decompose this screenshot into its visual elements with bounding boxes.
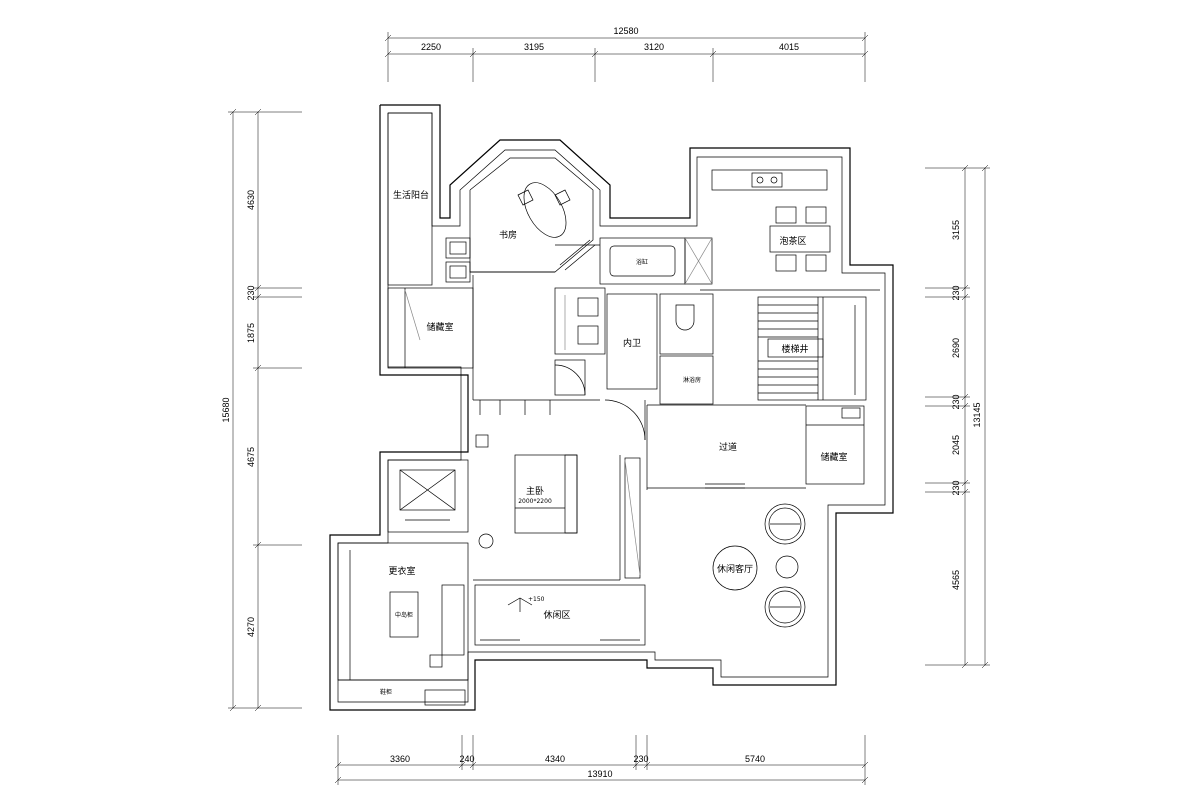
label-island-cabinet: 中岛柜 [395,611,413,619]
ensuite: 浴缸 内卫 淋浴房 [554,237,714,405]
dim-right-total: 13145 [972,402,982,427]
corridor: 过道 [604,399,806,490]
dim-right-seg-6: 230 [951,480,961,495]
dim-top-seg-1: 2250 [421,42,441,52]
dim-left-seg-1: 4630 [246,190,256,210]
dim-left-seg-3: 1875 [246,323,256,343]
dim-top-total: 12580 [613,26,638,36]
dim-bottom-seg-2: 240 [459,754,474,764]
dim-bottom-total: 13910 [587,769,612,779]
label-bathtub: 浴缸 [636,258,648,266]
dim-right-seg-3: 2690 [951,338,961,358]
leisure-lounge: 休闲客厅 [712,503,806,628]
bottom-dimension-chain: 3360 240 4340 230 5740 13910 [334,735,869,785]
dim-top-seg-3: 3120 [644,42,664,52]
stairwell: 楼梯井 [757,296,867,401]
label-storage-left: 储藏室 [426,321,453,333]
label-closet-cabinet: 鞋柜 [380,688,392,696]
label-floor-level: +150 [528,596,545,603]
label-leisure-lounge: 休闲客厅 [717,563,753,575]
label-stairwell: 楼梯井 [781,343,808,355]
left-dimension-chain: 15680 4630 230 1875 4675 4270 [221,108,302,712]
label-corridor: 过道 [719,441,737,453]
label-study: 书房 [499,229,517,241]
dim-right-seg-7: 4565 [951,570,961,590]
label-tea-area: 泡茶区 [779,235,806,247]
study: 书房 [469,157,600,400]
walk-in-closet: 更衣室 中岛柜 鞋柜 [337,542,469,706]
dim-left-seg-5: 4270 [246,617,256,637]
dim-left-total: 15680 [221,397,231,422]
right-dimension-chain: 3155 230 2690 230 2045 230 4565 13145 [925,164,990,669]
leisure-area: +150 休闲区 [474,584,646,646]
label-ensuite-bath: 内卫 [623,337,641,349]
dim-right-seg-4: 230 [951,394,961,409]
label-utility-balcony: 生活阳台 [393,189,429,201]
top-dimension-chain: 12580 2250 3195 3120 4015 [384,26,869,82]
dim-left-seg-4: 4675 [246,447,256,467]
storage-right: 储藏室 [805,405,865,485]
label-bed-size: 2000*2200 [518,498,552,505]
utility-balcony: 生活阳台 [387,112,471,286]
master-bedroom: 主卧 2000*2200 [473,399,641,581]
dim-bottom-seg-1: 3360 [390,754,410,764]
dim-top-seg-2: 3195 [524,42,544,52]
dim-right-seg-2: 230 [951,285,961,300]
dim-left-seg-2: 230 [246,285,256,300]
label-storage-right: 储藏室 [820,451,847,463]
tea-area: 泡茶区 [700,169,880,291]
elevator-shaft [387,459,469,533]
label-master-bedroom: 主卧 [526,485,544,497]
dim-bottom-seg-3: 4340 [545,754,565,764]
dim-bottom-seg-5: 5740 [745,754,765,764]
label-shower-room: 淋浴房 [683,376,701,384]
dim-top-seg-4: 4015 [779,42,799,52]
dim-bottom-seg-4: 230 [633,754,648,764]
label-leisure-area: 休闲区 [543,609,570,621]
dim-right-seg-1: 3155 [951,220,961,240]
storage-left: 储藏室 [387,287,474,369]
dim-right-seg-5: 2045 [951,435,961,455]
label-walk-in-closet: 更衣室 [388,565,415,577]
